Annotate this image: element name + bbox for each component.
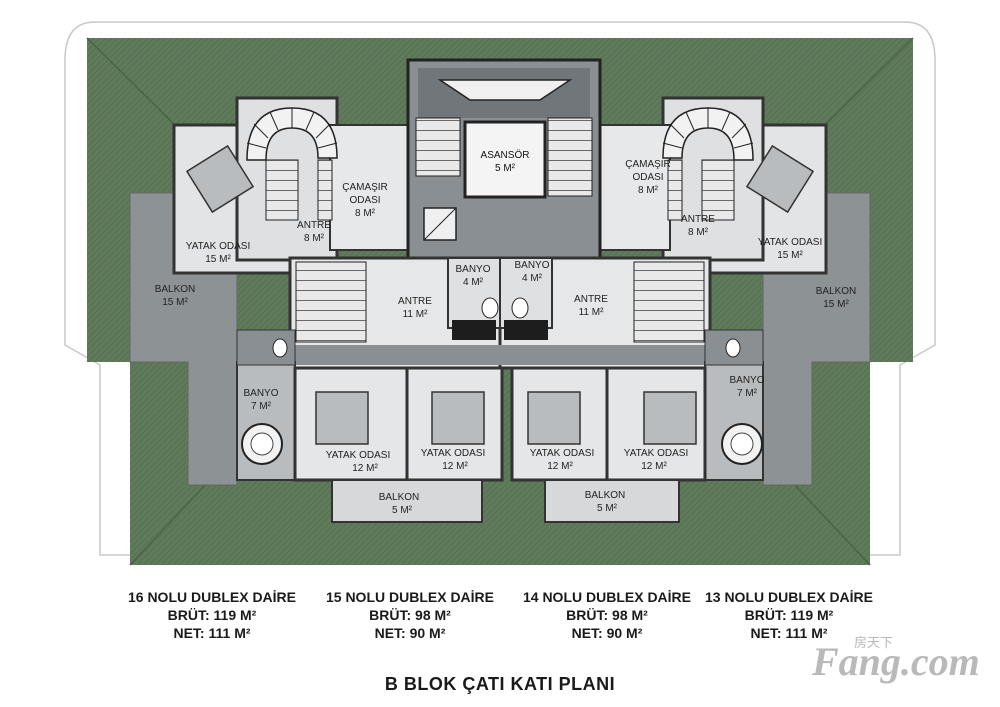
balkon-bottom-right-area-label: 5 M² xyxy=(597,503,618,514)
antre-left-small-area-label: 8 M² xyxy=(304,233,325,244)
camasir-right-label: ÇAMAŞIR xyxy=(625,159,671,170)
plan-outline xyxy=(64,21,936,556)
yatak-b3-area-label: 12 M² xyxy=(547,461,573,472)
watermark-cn: 房天下 xyxy=(854,636,894,651)
camasir-right-area-label: 8 M² xyxy=(638,185,659,196)
camasir-left-area-label: 8 M² xyxy=(355,208,376,219)
room-labels: ASANSÖR 5 M² ÇAMAŞIR ODASI 8 M² ÇAMAŞIR … xyxy=(155,149,857,516)
camasir-left-label: ÇAMAŞIR xyxy=(342,182,388,193)
yatak-b1-area-label: 12 M² xyxy=(352,463,378,474)
yatak-right-top-label: YATAK ODASI xyxy=(758,237,822,248)
antre-center-left-area-label: 11 M² xyxy=(403,309,428,320)
camasir-right-label-2: ODASI xyxy=(632,172,663,183)
yatak-b2-area-label: 12 M² xyxy=(442,461,468,472)
beds xyxy=(315,391,697,445)
antre-center-right-label: ANTRE xyxy=(574,294,608,305)
apartment-14-summary: 14 NOLU DUBLEX DAİRE BRÜT: 98 M² NET: 90… xyxy=(512,588,702,642)
yatak-b4-label: YATAK ODASI xyxy=(624,448,688,459)
apartment-15-summary: 15 NOLU DUBLEX DAİRE BRÜT: 98 M² NET: 90… xyxy=(315,588,505,642)
apartment-net: NET: 111 M² xyxy=(750,625,828,641)
balkon-bottom-right-label: BALKON xyxy=(585,490,626,501)
antre-right-small-label: ANTRE xyxy=(681,214,715,225)
balkon-right-area-label: 15 M² xyxy=(823,299,849,310)
apartment-name: 13 NOLU DUBLEX DAİRE xyxy=(704,589,874,605)
stair-left-spiral xyxy=(246,107,338,161)
plan-title: B BLOK ÇATI KATI PLANI xyxy=(384,674,616,694)
apartment-net: NET: 90 M² xyxy=(571,625,643,641)
banyo-center-right-area xyxy=(499,257,553,329)
balkon-bottom-left-label: BALKON xyxy=(379,492,420,503)
banyo-right-area-label: 7 M² xyxy=(737,388,758,399)
apartment-13-summary: 13 NOLU DUBLEX DAİRE BRÜT: 119 M² NET: 1… xyxy=(694,588,884,642)
core-stair-right xyxy=(547,117,593,197)
asansor-label: ASANSÖR xyxy=(481,149,530,161)
yatak-b4-area-label: 12 M² xyxy=(641,461,667,472)
antre-right-small-area-label: 8 M² xyxy=(688,227,709,238)
balkon-left-label: BALKON xyxy=(155,284,196,295)
stair-right-spiral xyxy=(662,107,754,161)
banyo-center-right-area-label: 4 M² xyxy=(522,273,543,284)
banyo-left-area-label: 7 M² xyxy=(251,401,272,412)
yatak-b1-label: YATAK ODASI xyxy=(326,450,390,461)
asansor-area-label: 5 M² xyxy=(495,163,516,174)
apartment-name: 14 NOLU DUBLEX DAİRE xyxy=(522,589,692,605)
apartment-brut: BRÜT: 98 M² xyxy=(369,607,451,623)
yatak-right-top-area-label: 15 M² xyxy=(777,250,803,261)
antre-left-small-label: ANTRE xyxy=(297,220,331,231)
antre-center-right-area-label: 11 M² xyxy=(579,307,604,318)
apartment-name: 15 NOLU DUBLEX DAİRE xyxy=(325,589,495,605)
apartment-brut: BRÜT: 119 M² xyxy=(744,607,834,623)
apartment-net: NET: 111 M² xyxy=(173,625,251,641)
asansor-area xyxy=(463,120,547,199)
balkon-bottom-left-area xyxy=(331,479,483,523)
yatak-left-top-label: YATAK ODASI xyxy=(186,241,250,252)
yatak-b2-label: YATAK ODASI xyxy=(421,448,485,459)
banyo-center-left-label: BANYO xyxy=(455,264,490,275)
watermark-logo: 房天下 Fang.com xyxy=(812,632,982,692)
apartment-brut: BRÜT: 119 M² xyxy=(167,607,257,623)
apartment-16-summary: 16 NOLU DUBLEX DAİRE BRÜT: 119 M² NET: 1… xyxy=(117,588,307,642)
apartment-name: 16 NOLU DUBLEX DAİRE xyxy=(127,589,297,605)
camasir-right-area xyxy=(589,124,671,251)
banyo-right-label: BANYO xyxy=(729,375,764,386)
roof-hip-lines xyxy=(86,37,914,566)
banyo-center-left-area-label: 4 M² xyxy=(463,277,484,288)
banyo-left-label: BANYO xyxy=(243,388,278,399)
balkon-right-label: BALKON xyxy=(816,286,857,297)
floor-plan: ASANSÖR 5 M² ÇAMAŞIR ODASI 8 M² ÇAMAŞIR … xyxy=(64,21,936,566)
yatak-b3-label: YATAK ODASI xyxy=(530,448,594,459)
balkon-bottom-left-area-label: 5 M² xyxy=(392,505,413,516)
core-stair-left xyxy=(415,117,461,177)
banyo-center-right-label: BANYO xyxy=(514,260,549,271)
balkon-bottom-right-area xyxy=(544,479,680,523)
stair-mid-right xyxy=(633,261,705,343)
bedroom-b1 xyxy=(293,366,409,482)
stair-mid-left xyxy=(295,261,367,343)
apartment-brut: BRÜT: 98 M² xyxy=(566,607,648,623)
apartment-net: NET: 90 M² xyxy=(374,625,446,641)
antre-center-left-label: ANTRE xyxy=(398,296,432,307)
watermark-brand: Fang.com xyxy=(812,639,980,684)
yatak-left-top-area-label: 15 M² xyxy=(205,254,231,265)
camasir-left-label-2: ODASI xyxy=(349,195,380,206)
balkon-left-area-label: 15 M² xyxy=(162,297,188,308)
